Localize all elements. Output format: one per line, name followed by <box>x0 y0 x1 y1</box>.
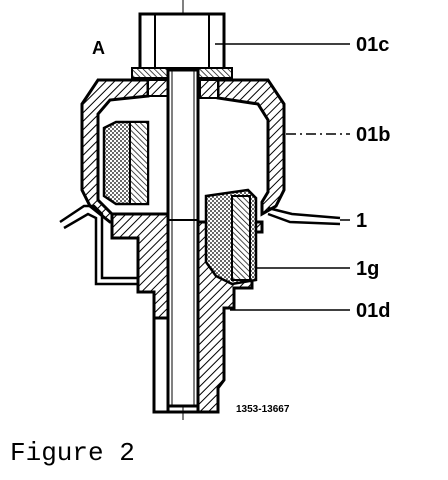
figure-caption: Figure 2 <box>10 438 135 468</box>
left-seal <box>102 120 150 206</box>
bolt-shank <box>166 68 200 408</box>
drawing-number: 1353-13667 <box>236 404 290 415</box>
callout-1: 1 <box>356 210 367 232</box>
callout-leaders <box>215 43 350 311</box>
callout-01c: 01c <box>356 34 389 56</box>
callout-01d: 01d <box>356 300 390 322</box>
view-label: A <box>92 38 105 58</box>
bolt-head <box>138 12 226 72</box>
bracket-clip <box>59 204 341 286</box>
callout-1g: 1g <box>356 258 379 280</box>
callout-01b: 01b <box>356 124 390 146</box>
right-seal <box>204 188 258 286</box>
